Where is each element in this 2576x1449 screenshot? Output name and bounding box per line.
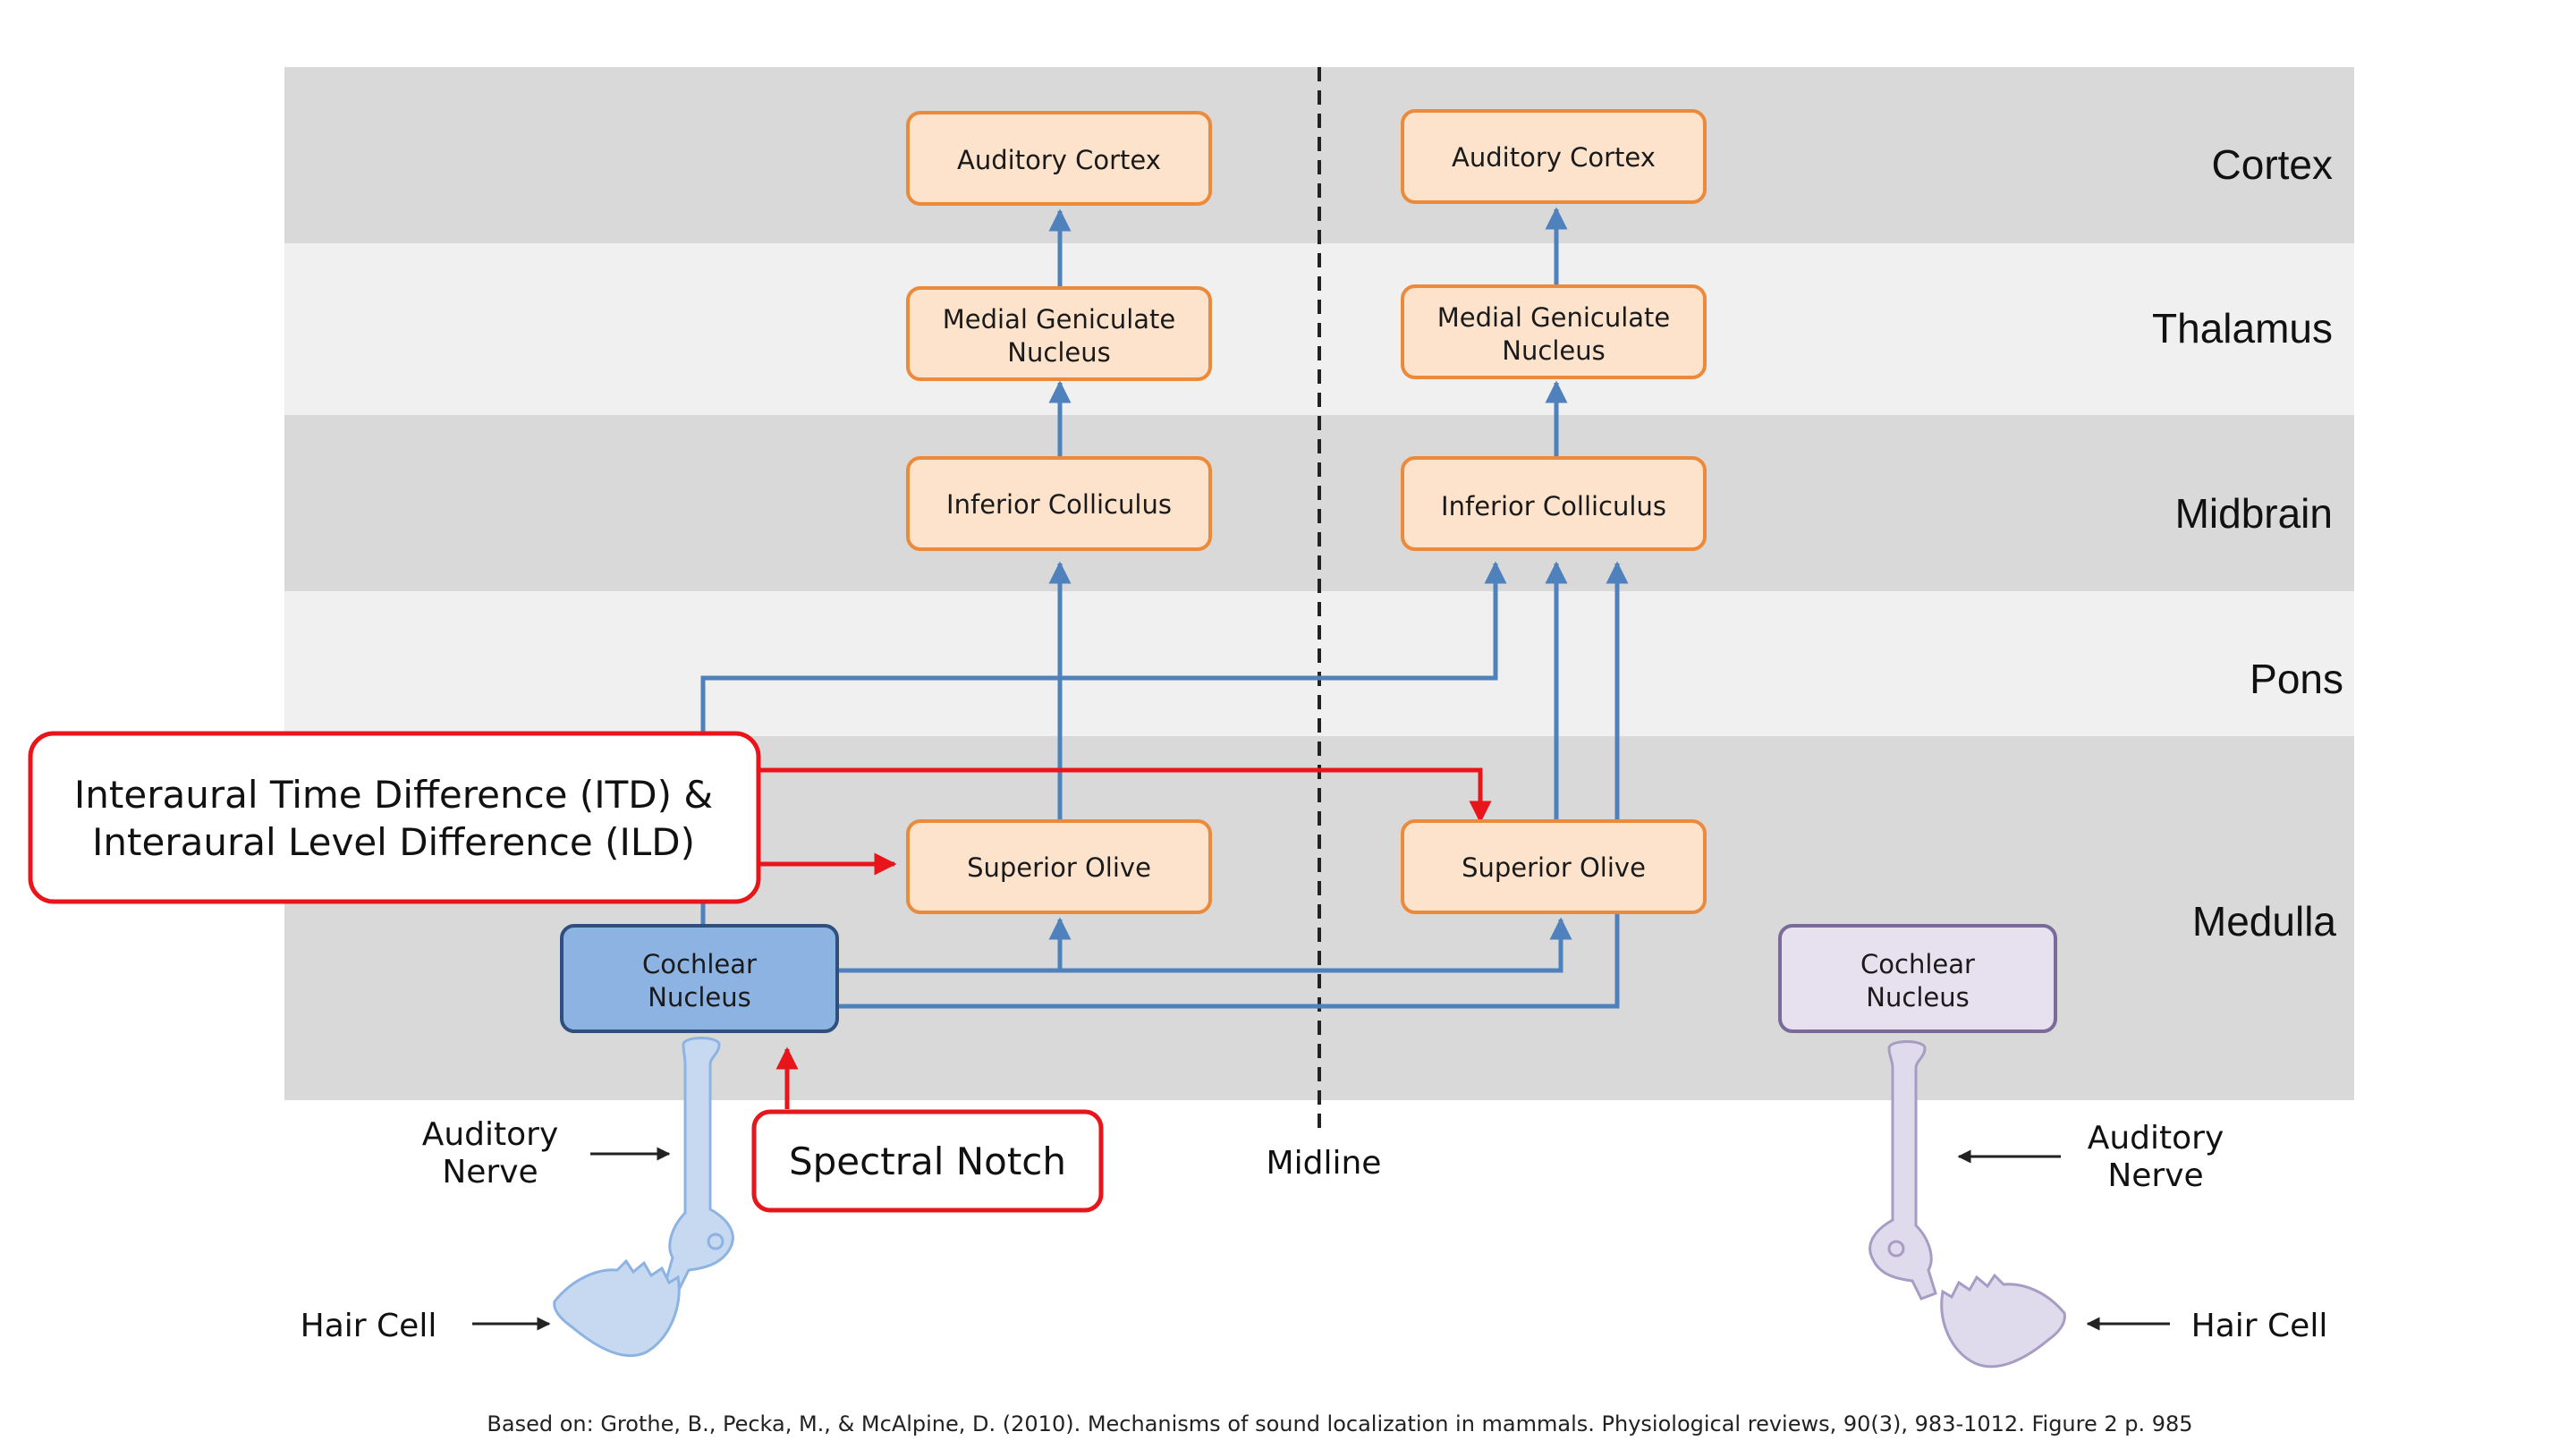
left-mgn-node: Medial Geniculate Nucleus bbox=[906, 286, 1212, 381]
callout-line2: Interaural Level Difference (ILD) bbox=[92, 820, 695, 864]
midline-label: Midline bbox=[1267, 1145, 1382, 1182]
node-label: Superior Olive bbox=[967, 852, 1151, 883]
left-cochlear-nucleus-node: Cochlear Nucleus bbox=[560, 924, 839, 1033]
band-label-cortex: Cortex bbox=[2212, 141, 2333, 188]
callout-line1: Interaural Time Difference (ITD) & bbox=[74, 773, 713, 817]
cue-highlight-paths bbox=[760, 767, 1492, 1109]
left-hair-cell-icon bbox=[553, 1258, 681, 1358]
node-label-line2: Nucleus bbox=[648, 982, 750, 1013]
band-label-medulla: Medulla bbox=[2192, 898, 2337, 945]
right-mgn-node: Medial Geniculate Nucleus bbox=[1401, 284, 1707, 379]
node-label-line2: Nucleus bbox=[1866, 982, 1969, 1013]
node-label: Inferior Colliculus bbox=[946, 489, 1172, 520]
callout-label: Spectral Notch bbox=[789, 1140, 1066, 1183]
right-auditory-nerve-label-line2: Nerve bbox=[2107, 1157, 2203, 1194]
node-label: Auditory Cortex bbox=[1452, 142, 1656, 173]
node-label-line2: Nucleus bbox=[1502, 335, 1605, 366]
right-inferior-colliculus-node: Inferior Colliculus bbox=[1401, 456, 1707, 551]
left-auditory-cortex-node: Auditory Cortex bbox=[906, 111, 1212, 206]
path-cochlear-to-contra-ic-via-olive bbox=[839, 914, 1620, 1009]
node-label: Superior Olive bbox=[1462, 852, 1646, 883]
left-superior-olive-node: Superior Olive bbox=[906, 819, 1212, 914]
node-label-line1: Medial Geniculate bbox=[1437, 302, 1671, 333]
path-itd-to-right-olive bbox=[760, 767, 1492, 824]
node-label: Inferior Colliculus bbox=[1441, 491, 1666, 521]
node-label-line1: Medial Geniculate bbox=[943, 304, 1176, 335]
left-auditory-nerve-icon bbox=[664, 1037, 734, 1290]
band-label-midbrain: Midbrain bbox=[2175, 490, 2333, 537]
citation: Based on: Grothe, B., Pecka, M., & McAlp… bbox=[487, 1411, 2192, 1436]
node-label-line2: Nucleus bbox=[1007, 337, 1110, 368]
band-label-pons: Pons bbox=[2250, 656, 2343, 702]
left-auditory-nerve-label-line2: Nerve bbox=[442, 1154, 538, 1191]
itd-ild-callout: Interaural Time Difference (ITD) & Inter… bbox=[28, 731, 761, 904]
left-auditory-nerve-label-line1: Auditory bbox=[422, 1116, 559, 1153]
right-auditory-nerve-label-line1: Auditory bbox=[2088, 1120, 2224, 1157]
node-label-line1: Cochlear bbox=[642, 949, 757, 979]
spectral-notch-callout: Spectral Notch bbox=[751, 1109, 1104, 1213]
node-label: Auditory Cortex bbox=[957, 145, 1161, 175]
left-inferior-colliculus-node: Inferior Colliculus bbox=[906, 456, 1212, 551]
right-hair-cell-label: Hair Cell bbox=[2191, 1308, 2328, 1344]
right-superior-olive-node: Superior Olive bbox=[1401, 819, 1707, 914]
right-cochlear-nucleus-node: Cochlear Nucleus bbox=[1778, 924, 2057, 1033]
right-hair-cell-icon bbox=[1940, 1273, 2066, 1368]
node-label-line1: Cochlear bbox=[1860, 949, 1975, 979]
right-auditory-cortex-node: Auditory Cortex bbox=[1401, 109, 1707, 204]
band-label-thalamus: Thalamus bbox=[2152, 305, 2333, 352]
left-hair-cell-label: Hair Cell bbox=[301, 1308, 437, 1344]
right-auditory-nerve-icon bbox=[1868, 1040, 1937, 1301]
path-cochlear-to-contra-olive bbox=[839, 917, 1572, 973]
